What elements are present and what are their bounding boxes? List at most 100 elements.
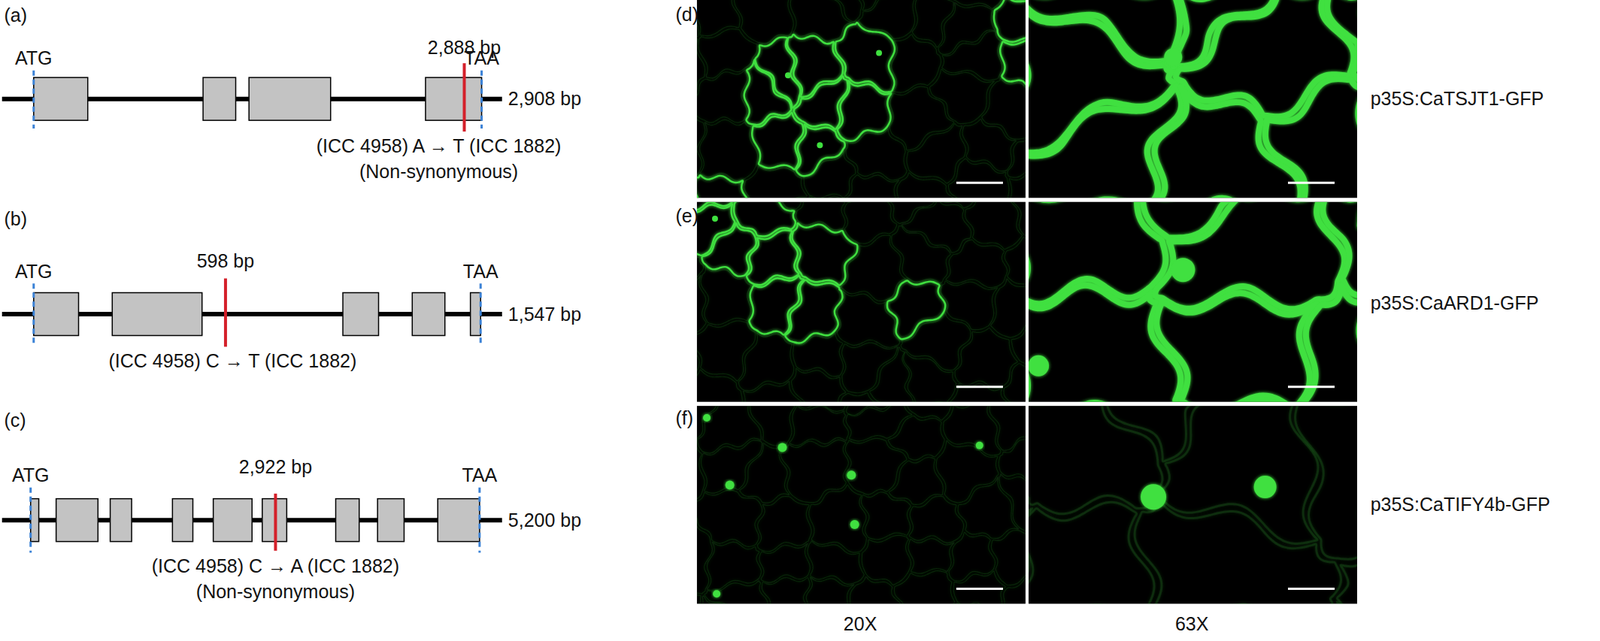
cell-wall (903, 406, 952, 421)
cell-wall (836, 290, 900, 348)
codon-label: ATG (15, 47, 53, 70)
cell-wall (881, 202, 937, 225)
cell-wall (1009, 202, 1026, 237)
codon-label: TAA (461, 464, 497, 487)
construct-label: p35S:CaARD1-GFP (1370, 292, 1540, 315)
cell-nucleus (1028, 355, 1049, 377)
micrograph (679, 184, 1043, 420)
cell-wall (749, 275, 805, 336)
codon-marker (32, 70, 35, 129)
cell-wall (1028, 502, 1155, 604)
cell-wall (704, 581, 768, 605)
exon-box (437, 499, 480, 543)
cell-wall (845, 175, 900, 198)
cell-wall (842, 576, 902, 604)
snp-effect: (Non-synonymous) (359, 160, 519, 183)
scale-bar (956, 587, 1004, 591)
cell-wall (938, 2, 995, 55)
cell-wall (1327, 0, 1358, 82)
cell-wall (807, 196, 853, 198)
cell-wall (751, 112, 804, 170)
cell-wall (999, 474, 1026, 534)
cell-wall (733, 202, 796, 237)
cell-wall (989, 406, 1026, 451)
cell-wall (953, 571, 1006, 605)
cell-wall (781, 439, 849, 503)
cell-nucleus (850, 520, 860, 530)
cell-wall (744, 59, 792, 125)
exon-box (377, 499, 404, 543)
snp-marker (463, 63, 467, 132)
cell-wall (846, 406, 904, 416)
scale-bar (956, 385, 1004, 388)
cell-nucleus (1163, 48, 1182, 67)
codon-marker (479, 283, 482, 345)
cell-wall (990, 278, 1026, 338)
cell-wall (739, 443, 790, 504)
cell-wall (930, 69, 995, 124)
cell-walls (696, 0, 1026, 198)
cell-wall (783, 406, 847, 412)
panel-letter: (d) (675, 3, 699, 26)
magnification: 20X (843, 613, 877, 636)
cell-nucleus (712, 590, 721, 598)
cell-wall (938, 0, 1007, 10)
cell-wall (696, 596, 742, 605)
micrograph-ground (1028, 406, 1358, 604)
cell-wall (1172, 0, 1278, 67)
cell-wall (912, 0, 954, 48)
cell-wall (845, 406, 913, 442)
cell-wall (861, 535, 911, 585)
cell-wall (990, 530, 1026, 586)
micrograph-ground (696, 0, 1026, 198)
cell-wall (700, 266, 752, 325)
cell-wall (696, 321, 755, 382)
micrograph (1006, 384, 1381, 628)
cell-wall (887, 280, 946, 340)
panel-letter: (a) (3, 4, 28, 27)
cell-wall (909, 496, 964, 543)
cell-wall (1134, 498, 1341, 604)
codon-label: ATG (12, 464, 50, 487)
cell-wall (696, 521, 713, 594)
cell-wall (742, 381, 807, 403)
cell-wall (1009, 172, 1026, 199)
cell-wall (809, 484, 867, 553)
exon-box (470, 293, 482, 337)
cell-wall (700, 119, 758, 181)
micrograph (1006, 179, 1382, 428)
codon-marker (32, 283, 35, 345)
cell-wall (697, 406, 762, 454)
codon-label: TAA (463, 260, 499, 283)
exon-box (112, 293, 202, 337)
cell-wall (1295, 406, 1358, 560)
cell-wall (999, 572, 1026, 604)
cell-wall (908, 539, 955, 575)
cell-wall (1156, 293, 1317, 403)
panel-letter: (c) (3, 409, 26, 432)
scale-bar (956, 181, 1004, 185)
cell-wall (835, 22, 895, 93)
cell-wall (806, 577, 855, 605)
exon-box (342, 293, 379, 337)
cell-wall (841, 235, 906, 301)
cell-wall (860, 492, 911, 540)
cell-wall (761, 578, 810, 605)
snp-marker (224, 278, 228, 348)
cell-wall (787, 34, 843, 97)
cell-nucleus (875, 50, 882, 57)
cell-wall (903, 351, 957, 402)
cell-wall (696, 587, 701, 604)
cell-wall (981, 78, 1026, 140)
cell-walls (696, 406, 1026, 604)
cell-wall (1028, 285, 1181, 403)
cell-wall (824, 0, 862, 22)
cell-wall (845, 438, 907, 495)
cell-nucleus (712, 215, 719, 222)
exon-box (336, 499, 360, 543)
cell-walls (1028, 406, 1358, 604)
cell-wall (891, 225, 951, 284)
cell-nucleus (703, 414, 711, 422)
